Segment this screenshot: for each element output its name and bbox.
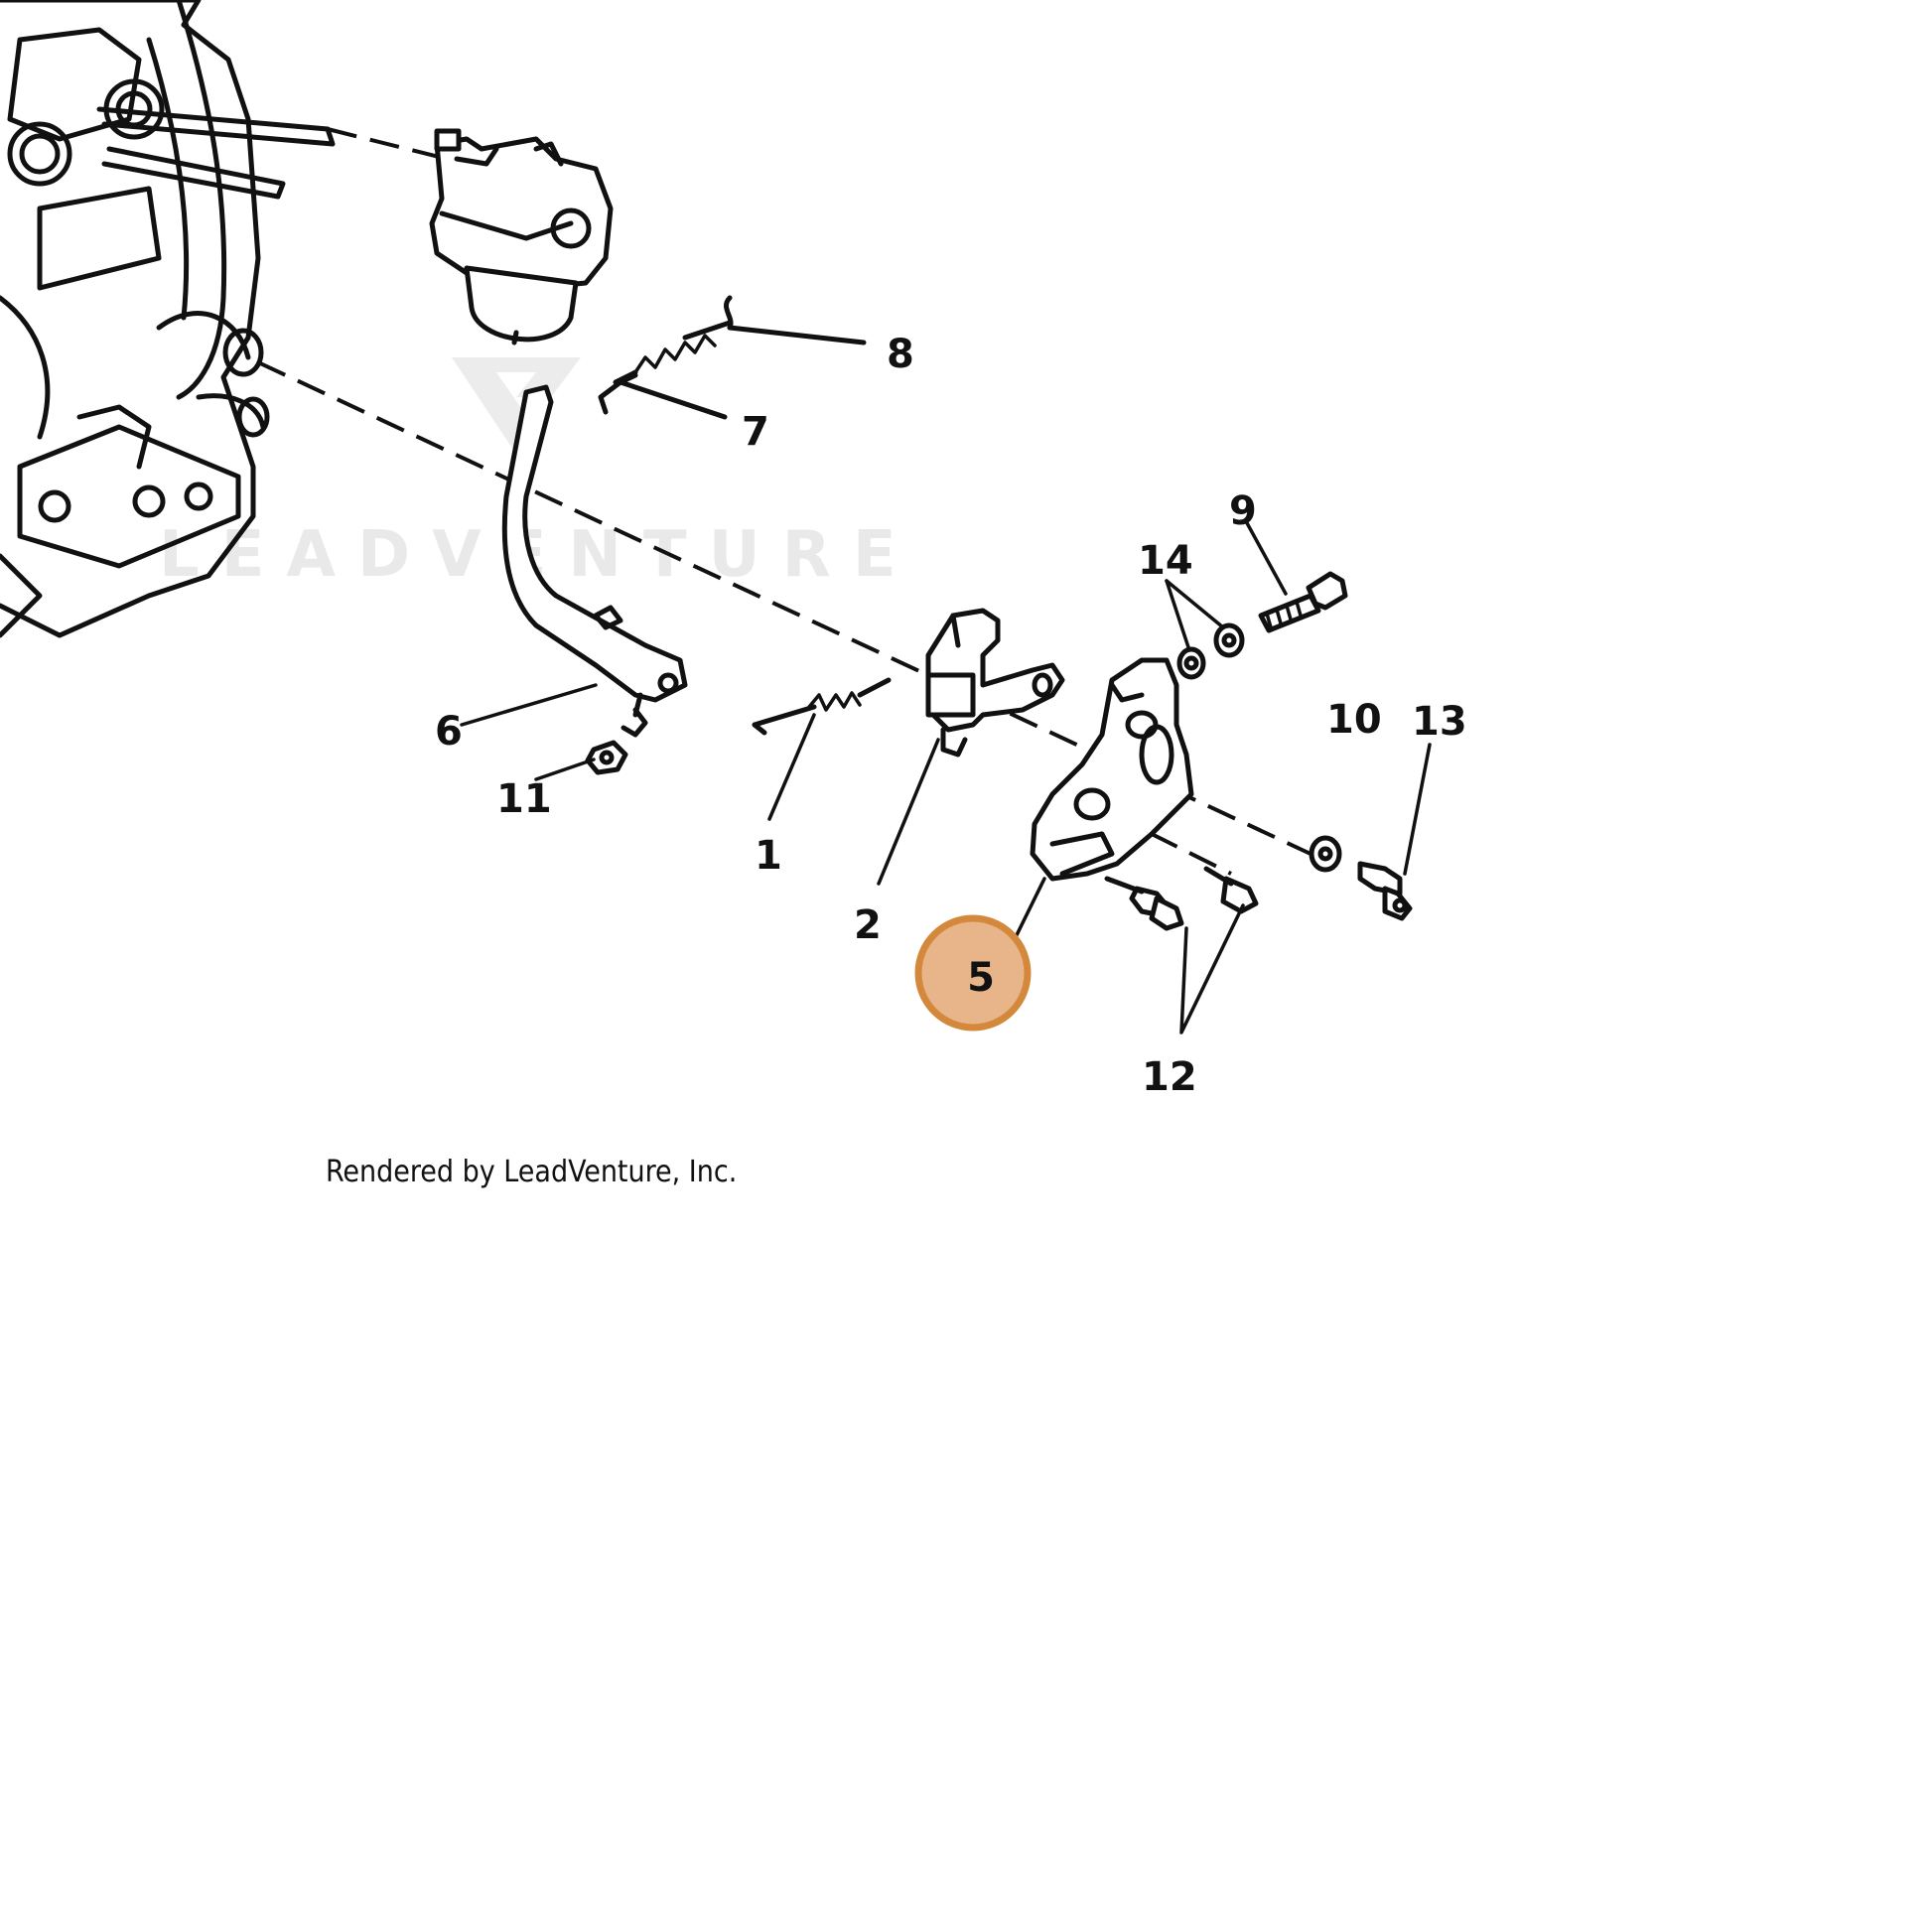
part-6-lever bbox=[501, 384, 688, 738]
part-2-arm bbox=[925, 608, 1065, 758]
part-11-nut bbox=[585, 740, 628, 775]
callout-8[interactable]: 8 bbox=[887, 332, 914, 377]
part-9-screw bbox=[1258, 571, 1348, 633]
credit-text: Rendered by LeadVenture, Inc. bbox=[326, 1155, 737, 1189]
callout-5[interactable]: 5 bbox=[967, 955, 995, 1001]
part-13-screw bbox=[1357, 861, 1413, 921]
part-14-nuts bbox=[1176, 622, 1245, 680]
callout-14[interactable]: 14 bbox=[1138, 538, 1193, 584]
part-12-screws bbox=[1104, 866, 1259, 931]
callout-11[interactable]: 11 bbox=[496, 776, 552, 822]
carburetor-part bbox=[429, 128, 614, 345]
part-1-spring bbox=[752, 677, 892, 736]
callout-10[interactable]: 10 bbox=[1326, 697, 1382, 743]
callout-6[interactable]: 6 bbox=[435, 709, 463, 755]
callout-2[interactable]: 2 bbox=[854, 902, 882, 948]
callout-12[interactable]: 12 bbox=[1142, 1054, 1197, 1100]
callout-13[interactable]: 13 bbox=[1412, 699, 1467, 745]
leader-lines bbox=[460, 326, 1432, 1035]
part-5-bracket bbox=[1030, 657, 1194, 882]
engine-block bbox=[0, 0, 336, 638]
callout-labels: 8 7 9 14 10 13 6 11 1 2 12 bbox=[435, 332, 1467, 1100]
callout-7[interactable]: 7 bbox=[742, 409, 769, 455]
callout-1[interactable]: 1 bbox=[755, 833, 782, 879]
callout-9[interactable]: 9 bbox=[1229, 488, 1257, 534]
highlight-circle bbox=[914, 914, 1032, 1032]
callout-5-highlight[interactable]: 5 bbox=[914, 914, 1032, 1032]
part-8-spring bbox=[613, 295, 867, 385]
part-10-washer bbox=[1309, 835, 1342, 873]
